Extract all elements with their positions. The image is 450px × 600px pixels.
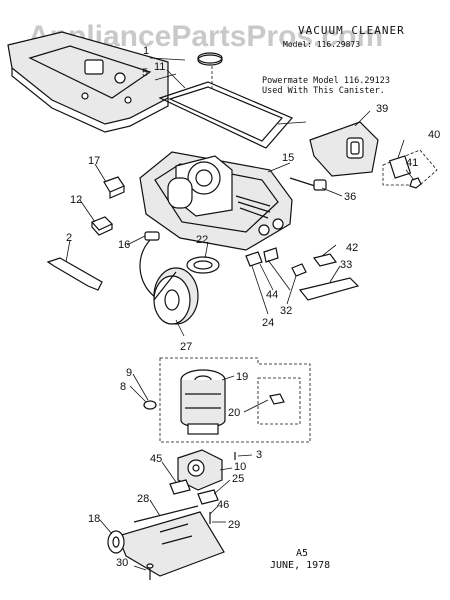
block-part [90, 216, 114, 236]
callout-15: 15 [282, 152, 294, 164]
brush-group-box [257, 377, 301, 425]
callout-1: 1 [143, 45, 149, 57]
callout-32: 32 [280, 305, 292, 317]
footer-date: JUNE, 1978 [270, 560, 330, 571]
base-plate-part [107, 505, 225, 580]
cord-reel-part [153, 267, 199, 325]
motor-group-box [159, 357, 311, 443]
callout-28: 28 [137, 493, 149, 505]
callout-44: 44 [266, 289, 278, 301]
model-number: Model: 116.29873 [283, 40, 360, 49]
base-housing-part [139, 151, 293, 251]
latch-parts [245, 247, 360, 301]
callout-39: 39 [376, 103, 388, 115]
callout-30: 30 [116, 557, 128, 569]
bearing-ring-part [186, 256, 220, 274]
callout-3: 3 [256, 449, 262, 461]
callout-33: 33 [340, 259, 352, 271]
filter-disc-part [197, 52, 223, 66]
bumper-clip-part [46, 257, 103, 291]
feet-parts [169, 479, 219, 505]
fan-housing-part [177, 449, 223, 491]
callout-45: 45 [150, 453, 162, 465]
callout-8: 8 [120, 381, 126, 393]
callout-29: 29 [228, 519, 240, 531]
callout-42: 42 [346, 242, 358, 254]
note-line-1: Powermate Model 116.29123 [262, 76, 390, 86]
latch-rod-part [289, 177, 327, 191]
callout-11: 11 [154, 61, 165, 73]
callout-18: 18 [88, 513, 100, 525]
callout-27: 27 [180, 341, 192, 353]
small-hardware [143, 393, 285, 460]
callout-22: 22 [196, 234, 208, 246]
callout-labels: 1 5 11 39 40 41 15 36 17 12 2 16 22 42 3… [66, 45, 440, 569]
callout-2: 2 [66, 232, 72, 244]
diagram-title: VACUUM CLEANER [298, 24, 405, 37]
switch-part [103, 176, 125, 199]
top-cover-part [7, 31, 169, 133]
callout-36: 36 [344, 191, 356, 203]
callout-40: 40 [428, 129, 440, 141]
callout-5: 5 [142, 67, 148, 79]
callout-24: 24 [262, 317, 274, 329]
callout-9: 9 [126, 367, 132, 379]
callout-25: 25 [232, 473, 244, 485]
callout-20: 20 [228, 407, 240, 419]
callout-19: 19 [236, 371, 248, 383]
callout-10: 10 [234, 461, 246, 473]
callout-12: 12 [70, 194, 82, 206]
note-line-2: Used With This Canister. [262, 86, 385, 96]
callout-17: 17 [88, 155, 100, 167]
gasket-frame-part [158, 66, 293, 149]
leader-lines [65, 57, 415, 571]
bag-holder-part [309, 121, 379, 177]
footer-code: A5 [296, 548, 308, 559]
callout-46: 46 [217, 499, 229, 511]
callout-41: 41 [406, 157, 418, 169]
motor-part [180, 369, 226, 435]
bracket-part [382, 149, 438, 189]
callout-16: 16 [118, 239, 130, 251]
